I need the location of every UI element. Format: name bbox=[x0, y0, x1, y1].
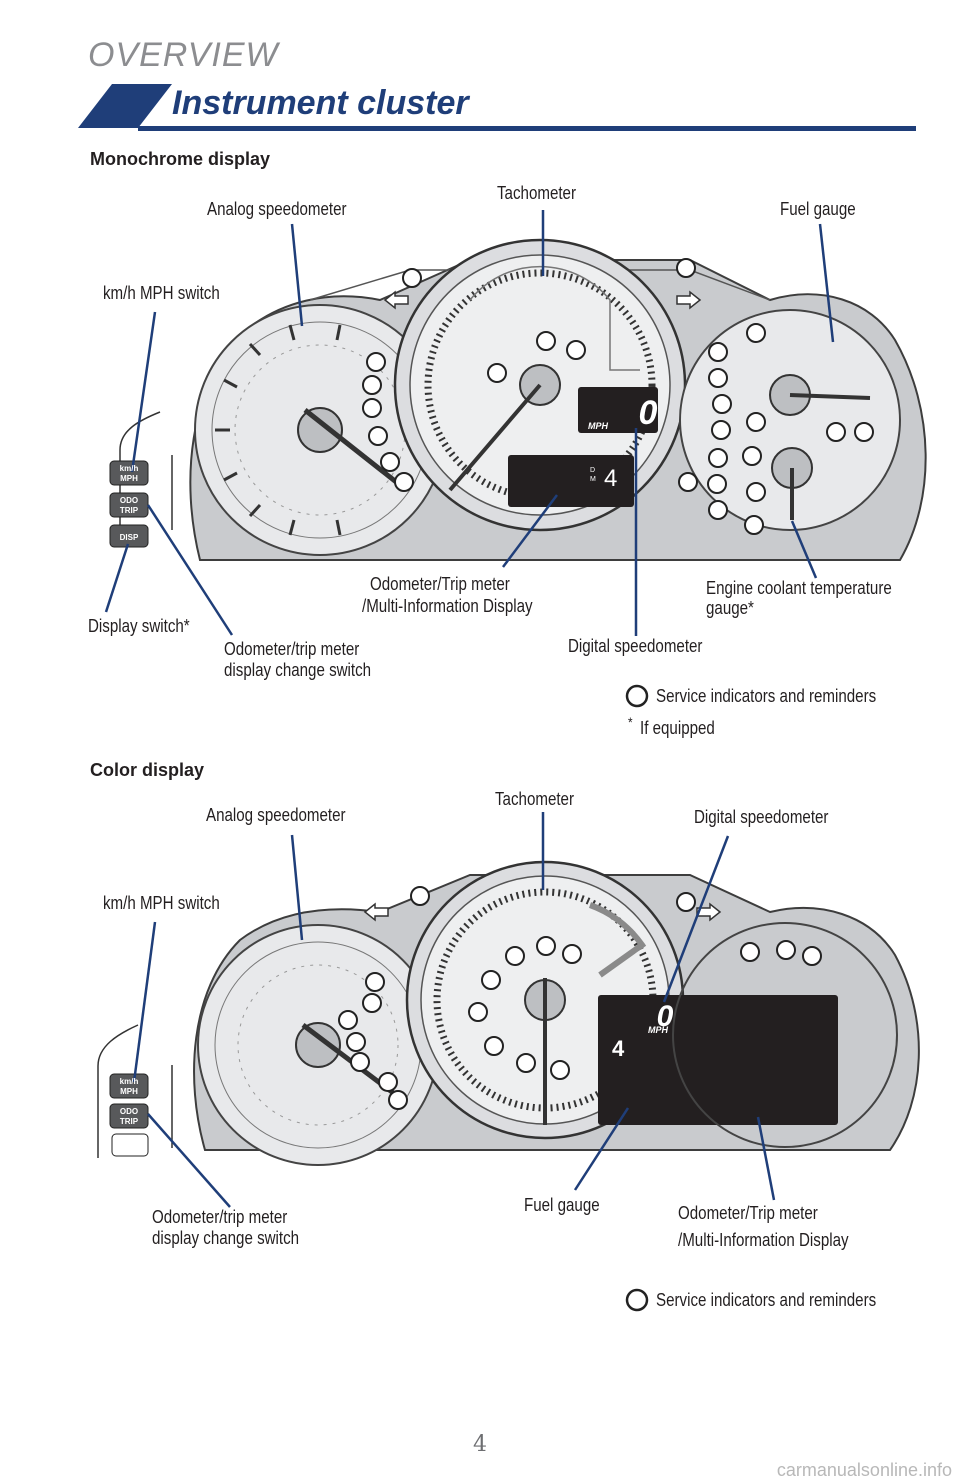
trip-button-label: TRIP bbox=[120, 506, 139, 515]
page-title: Instrument cluster bbox=[172, 84, 469, 122]
page-number: 4 bbox=[473, 1432, 487, 1457]
kmh-button-label: km/h bbox=[120, 1077, 139, 1086]
color-cluster bbox=[97, 812, 920, 1208]
color-label-fuel-gauge: Fuel gauge bbox=[524, 1195, 600, 1215]
legend-circle-icon bbox=[625, 1288, 649, 1312]
mono-label-coolant-line2: gauge* bbox=[706, 598, 754, 618]
color-label-odo-change-line1: Odometer/trip meter bbox=[152, 1207, 288, 1227]
mono-label-kmh-switch: km/h MPH switch bbox=[103, 283, 220, 303]
mono-label-fuel-gauge: Fuel gauge bbox=[780, 199, 856, 219]
color-digital-speed: 0 bbox=[657, 1000, 674, 1033]
mono-digital-unit: MPH bbox=[588, 421, 609, 431]
mono-label-odometer-line1: Odometer/Trip meter bbox=[370, 574, 510, 594]
mono-label-display-switch: Display switch* bbox=[88, 616, 190, 636]
disp-button-label: DISP bbox=[120, 533, 139, 542]
color-label-analog-speedometer: Analog speedometer bbox=[206, 805, 346, 825]
kmh-button-label-2: MPH bbox=[120, 1087, 138, 1096]
mono-digital-speed: 0 bbox=[639, 394, 658, 432]
mono-label-analog-speedometer: Analog speedometer bbox=[207, 199, 347, 219]
color-digital-unit: MPH bbox=[648, 1025, 669, 1035]
overview-heading: OVERVIEW bbox=[88, 36, 279, 74]
color-label-odo-change-line2: display change switch bbox=[152, 1228, 300, 1248]
trip-button-label: TRIP bbox=[120, 1117, 139, 1126]
monochrome-heading: Monochrome display bbox=[90, 149, 271, 169]
mono-leader-lines bbox=[104, 210, 835, 636]
monochrome-cluster bbox=[104, 210, 927, 636]
mono-label-tachometer: Tachometer bbox=[497, 183, 576, 203]
mono-label-digital-speedometer: Digital speedometer bbox=[568, 636, 703, 656]
odo-button-label: ODO bbox=[120, 1107, 138, 1116]
color-label-tachometer: Tachometer bbox=[495, 789, 574, 809]
color-heading: Color display bbox=[90, 760, 205, 780]
mono-mode-d: D bbox=[590, 467, 595, 474]
color-label-kmh-switch: km/h MPH switch bbox=[103, 893, 220, 913]
watermark: carmanualsonline.info bbox=[776, 1460, 952, 1480]
speedometer-ticks bbox=[215, 324, 342, 536]
mono-gear: 4 bbox=[604, 465, 617, 492]
legend-circle-icon bbox=[625, 684, 649, 708]
header-banner bbox=[78, 84, 916, 131]
mono-legend-text: Service indicators and reminders bbox=[656, 686, 877, 706]
color-legend-text: Service indicators and reminders bbox=[656, 1290, 877, 1310]
color-label-odometer-line2: /Multi-Information Display bbox=[678, 1230, 849, 1250]
mono-label-odo-change-line1: Odometer/trip meter bbox=[224, 639, 360, 659]
color-gear: 4 bbox=[612, 1036, 625, 1061]
color-label-digital-speedometer: Digital speedometer bbox=[694, 807, 829, 827]
odo-button-label: ODO bbox=[120, 496, 138, 505]
footnote-mark: * bbox=[628, 714, 633, 730]
color-label-odometer-line1: Odometer/Trip meter bbox=[678, 1203, 818, 1223]
mono-mode-m: M bbox=[590, 476, 596, 483]
kmh-button-label: km/h bbox=[120, 464, 139, 473]
color-leader-lines bbox=[132, 812, 776, 1208]
kmh-button-label-2: MPH bbox=[120, 474, 138, 483]
mono-label-coolant-line1: Engine coolant temperature bbox=[706, 578, 892, 598]
mono-label-odometer-line2: /Multi-Information Display bbox=[362, 596, 533, 616]
footnote-text: If equipped bbox=[640, 718, 715, 738]
mono-label-odo-change-line2: display change switch bbox=[224, 660, 372, 680]
